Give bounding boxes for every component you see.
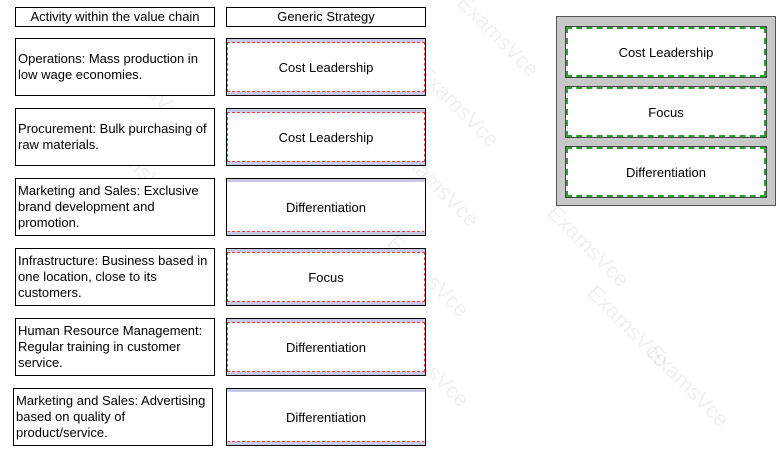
option-differentiation[interactable]: Differentiation <box>565 146 767 198</box>
strategy-drop-slot-6[interactable]: Differentiation <box>226 388 426 446</box>
strategy-drop-slot-2[interactable]: Cost Leadership <box>226 108 426 166</box>
activity-human-resource: Human Resource Management: Regular train… <box>15 318 215 376</box>
header-generic-strategy: Generic Strategy <box>226 7 426 27</box>
strategy-answer-4[interactable]: Focus <box>227 252 425 302</box>
strategy-drop-slot-1[interactable]: Cost Leadership <box>226 38 426 96</box>
strategy-answer-6[interactable]: Differentiation <box>227 392 425 442</box>
activity-marketing-brand: Marketing and Sales: Exclusive brand dev… <box>15 178 215 236</box>
watermark-text: ExamsVce <box>582 280 675 373</box>
strategy-drop-slot-4[interactable]: Focus <box>226 248 426 306</box>
activity-operations: Operations: Mass production in low wage … <box>15 38 215 96</box>
strategy-answer-3[interactable]: Differentiation <box>227 182 425 232</box>
watermark-text: ExamsVce <box>452 0 545 83</box>
strategy-drop-slot-5[interactable]: Differentiation <box>226 318 426 376</box>
strategy-answer-5[interactable]: Differentiation <box>227 322 425 372</box>
activity-marketing-advertising: Marketing and Sales: Advertising based o… <box>13 388 213 446</box>
activity-procurement: Procurement: Bulk purchasing of raw mate… <box>15 108 215 166</box>
strategy-answer-1[interactable]: Cost Leadership <box>227 42 425 92</box>
option-focus[interactable]: Focus <box>565 86 767 138</box>
strategy-answer-2[interactable]: Cost Leadership <box>227 112 425 162</box>
activity-infrastructure: Infrastructure: Business based in one lo… <box>15 248 215 306</box>
watermark-text: ExamsVce <box>642 340 735 433</box>
option-cost-leadership[interactable]: Cost Leadership <box>565 26 767 78</box>
watermark-text: ExamsVce <box>542 200 635 293</box>
options-panel: Cost Leadership Focus Differentiation <box>556 16 776 206</box>
header-activity: Activity within the value chain <box>15 7 215 27</box>
strategy-drop-slot-3[interactable]: Differentiation <box>226 178 426 236</box>
